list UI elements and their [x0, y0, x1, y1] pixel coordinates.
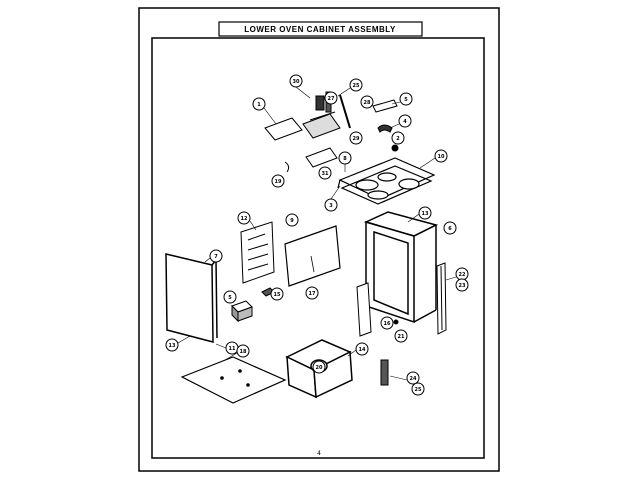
callout-label: 27 — [328, 96, 335, 102]
rear-panel-part — [240, 221, 275, 284]
callout-label: 12 — [241, 216, 248, 222]
callout-label: 9 — [290, 218, 294, 224]
callout-label: 3 — [329, 203, 333, 209]
title-box — [218, 21, 423, 37]
callout-label: 22 — [459, 272, 466, 278]
callout-label: 14 — [359, 347, 366, 353]
callout-label: 8 — [343, 156, 347, 162]
callout-circles — [165, 74, 469, 396]
callout-label: 15 — [274, 292, 281, 298]
control-bracket-part — [264, 91, 351, 173]
page-number: 4 — [317, 450, 321, 457]
callout-label: 29 — [353, 136, 360, 142]
callout-label: 20 — [316, 365, 323, 371]
inner-frame — [151, 37, 485, 459]
diagram-title: LOWER OVEN CABINET ASSEMBLY — [244, 25, 396, 34]
callout-label: 5 — [228, 295, 232, 301]
oven-door-part — [285, 339, 353, 399]
callout-label: 16 — [384, 321, 391, 327]
callout-label: 23 — [459, 283, 466, 289]
callout-label: 13 — [422, 211, 429, 217]
leader-lines — [177, 86, 457, 381]
door-frame-part — [363, 211, 439, 324]
callout-label: 13 — [169, 343, 176, 349]
callout-label: 19 — [275, 179, 282, 185]
callout-label: 11 — [229, 346, 236, 352]
callout-label: 4 — [403, 119, 407, 125]
callout-label: 24 — [410, 376, 417, 382]
callout-label: 2 — [396, 136, 400, 142]
bottom-panel-part — [180, 356, 287, 404]
callout-label: 25 — [415, 387, 422, 393]
callout-label: 1 — [257, 102, 261, 108]
callout-label: 18 — [240, 349, 247, 355]
callout-label: 10 — [438, 154, 445, 160]
callout-label: 31 — [322, 171, 329, 177]
callout-label: 25 — [353, 83, 360, 89]
callout-labels: 30 25 27 28 1 29 5 4 2 10 8 19 31 3 12 9… — [169, 79, 466, 393]
small-block-part — [231, 287, 275, 323]
callout-label: 21 — [398, 334, 405, 340]
callout-label: 5 — [404, 97, 408, 103]
center-panel-part — [284, 225, 341, 287]
callout-label: 17 — [309, 291, 316, 297]
callout-label: 6 — [448, 226, 452, 232]
callout-label: 28 — [364, 100, 371, 106]
outer-frame — [138, 7, 500, 472]
callout-label: 7 — [214, 254, 218, 260]
callout-label: 30 — [293, 79, 300, 85]
side-panel-part — [165, 253, 218, 343]
cooktop-frame-part — [337, 157, 436, 205]
small-brackets — [372, 99, 399, 152]
hinge-parts — [380, 319, 399, 386]
